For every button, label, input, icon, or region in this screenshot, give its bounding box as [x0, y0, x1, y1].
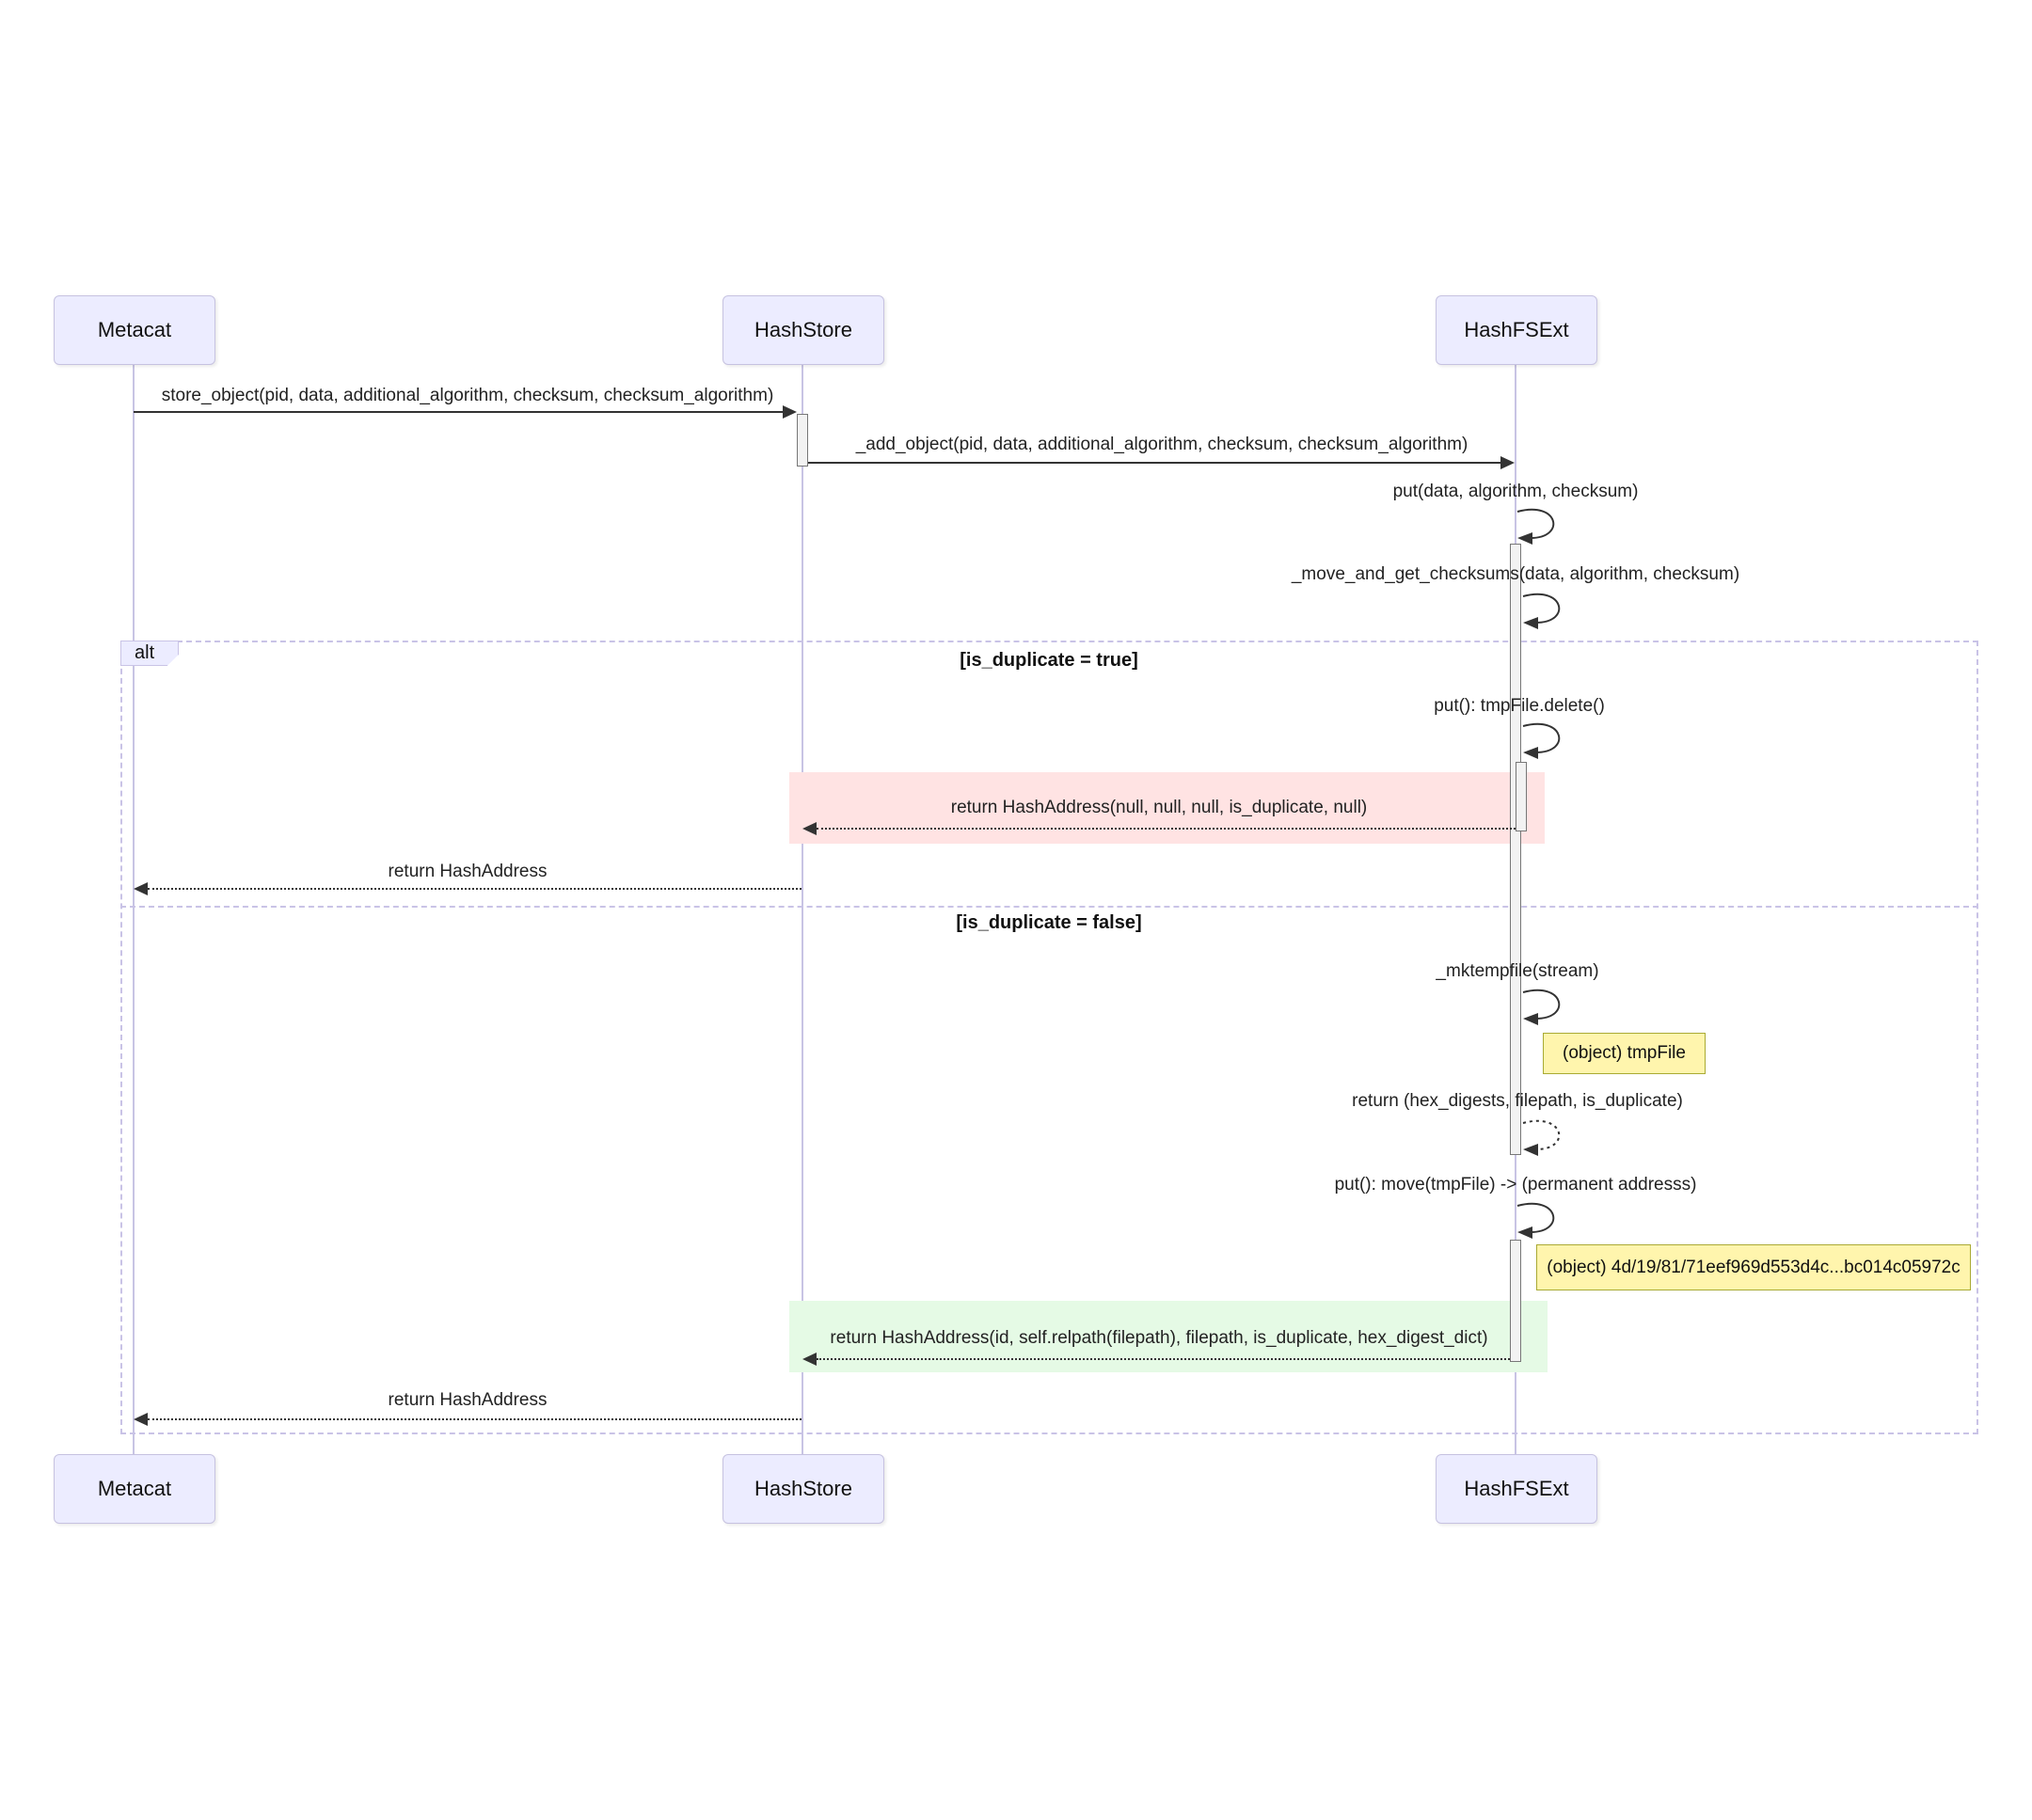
arrowhead-left-icon	[802, 1353, 817, 1366]
alt-condition-true: [is_duplicate = true]	[960, 650, 1138, 671]
message-move-checksums-label: _move_and_get_checksums(data, algorithm,…	[1291, 564, 1740, 584]
self-loop-tmpfile-delete	[1522, 722, 1561, 759]
lifeline-metacat	[133, 363, 135, 1454]
self-loop-put-move	[1516, 1202, 1555, 1239]
note-tmpfile: (object) tmpFile	[1543, 1033, 1706, 1074]
arrow-add-object	[808, 462, 1500, 464]
participant-hashstore-bottom: HashStore	[722, 1454, 884, 1524]
activation-hashfsext-nested	[1516, 762, 1527, 831]
note-permanent-address: (object) 4d/19/81/71eef969d553d4c...bc01…	[1536, 1244, 1971, 1290]
arrowhead-left-icon	[802, 822, 817, 835]
message-store-object-label: store_object(pid, data, additional_algor…	[161, 386, 774, 405]
participant-metacat-bottom: Metacat	[54, 1454, 215, 1524]
message-tmpfile-delete-label: put(): tmpFile.delete()	[1434, 696, 1605, 716]
message-return-success-label: return HashAddress(id, self.relpath(file…	[830, 1328, 1488, 1348]
arrowhead-left-icon	[134, 882, 148, 895]
arrow-return-success	[817, 1358, 1510, 1360]
self-loop-return-hex-digests	[1522, 1119, 1561, 1156]
self-loop-mktempfile	[1522, 989, 1561, 1025]
arrow-store-object	[134, 411, 783, 413]
alt-frame-label: alt	[120, 641, 179, 666]
arrowhead-left-icon	[134, 1413, 148, 1426]
message-return-hashaddress-false-label: return HashAddress	[388, 1390, 548, 1410]
participant-hashfsext-bottom: HashFSExt	[1436, 1454, 1597, 1524]
activation-hashfsext-second	[1510, 1240, 1521, 1362]
arrow-return-duplicate	[817, 828, 1516, 830]
alt-condition-false: [is_duplicate = false]	[956, 912, 1142, 933]
message-return-duplicate-label: return HashAddress(null, null, null, is_…	[950, 798, 1368, 817]
arrowhead-right-icon	[783, 405, 797, 419]
message-return-hex-digests-label: return (hex_digests, filepath, is_duplic…	[1352, 1091, 1683, 1111]
self-loop-move-checksums	[1522, 593, 1561, 629]
arrow-return-hashaddress-true	[148, 888, 802, 890]
arrowhead-right-icon	[1500, 456, 1515, 469]
alt-divider	[120, 906, 1978, 908]
arrow-return-hashaddress-false	[148, 1418, 802, 1420]
highlight-duplicate-return	[789, 772, 1545, 844]
activation-hashstore	[797, 414, 808, 467]
self-loop-put	[1516, 508, 1555, 545]
lifeline-hashstore	[802, 363, 803, 1454]
message-mktempfile-label: _mktempfile(stream)	[1436, 961, 1599, 981]
message-put-label: put(data, algorithm, checksum)	[1392, 482, 1639, 501]
activation-hashfsext-main	[1510, 544, 1521, 1155]
message-return-hashaddress-true-label: return HashAddress	[388, 862, 548, 881]
participant-hashstore-top: HashStore	[722, 295, 884, 365]
message-put-move-label: put(): move(tmpFile) -> (permanent addre…	[1334, 1175, 1697, 1195]
message-add-object-label: _add_object(pid, data, additional_algori…	[855, 435, 1468, 454]
highlight-success-return	[789, 1301, 1548, 1372]
participant-hashfsext-top: HashFSExt	[1436, 295, 1597, 365]
alt-frame	[120, 641, 1978, 1434]
participant-metacat-top: Metacat	[54, 295, 215, 365]
